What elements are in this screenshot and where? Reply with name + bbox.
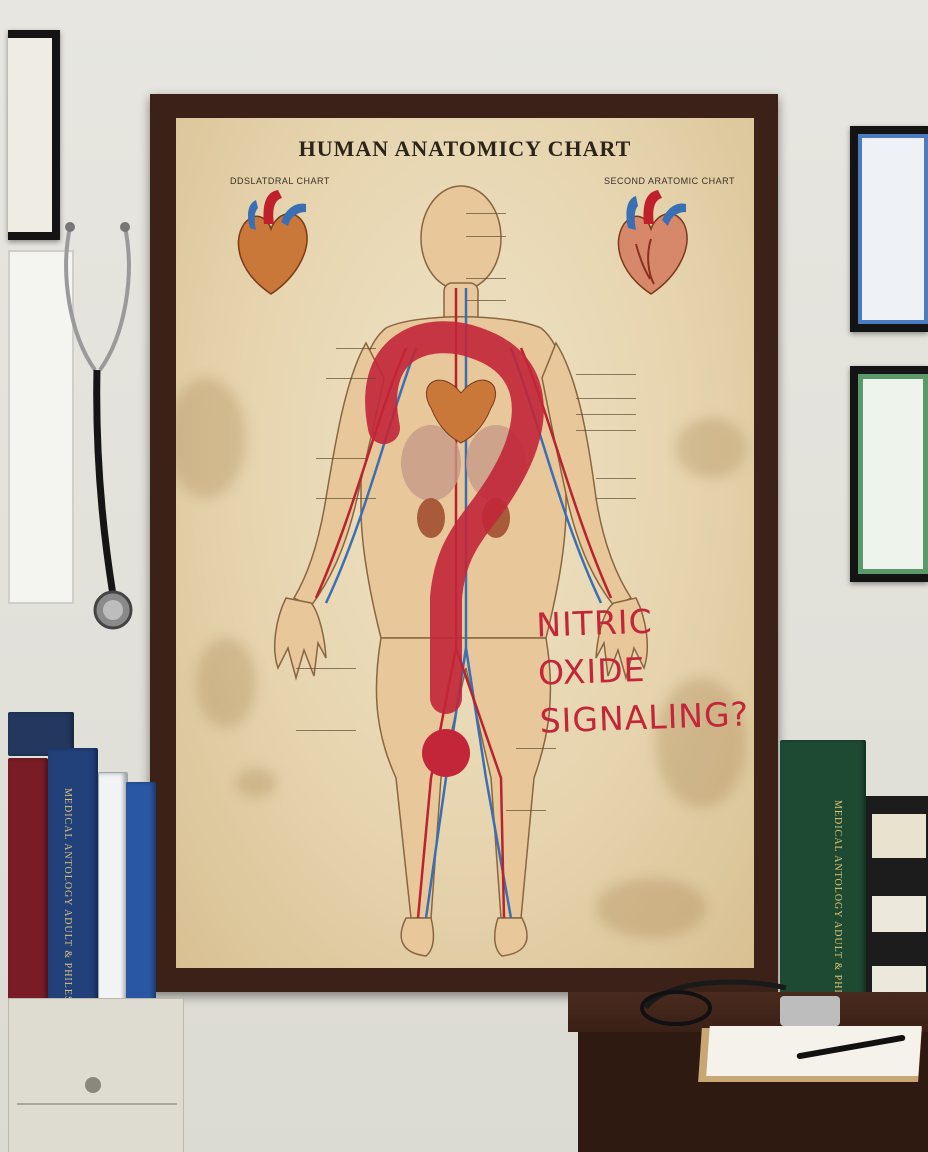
handwriting-line-2: OXIDE	[537, 649, 647, 693]
book-stack-left: MEDICAL ANTOLOGY ADULT & PHILES	[8, 712, 158, 1032]
book-spine-title: MEDICAL ANTOLOGY ADULT & PHILES	[62, 788, 73, 1003]
book-white	[98, 772, 128, 1030]
book-spine-title-right: MEDICAL ANTOLOGY ADULT & PHILES	[832, 800, 843, 1015]
diploma-frame-right-bottom	[850, 366, 928, 582]
heart-diagram-right	[617, 190, 688, 295]
desk	[568, 992, 928, 1032]
diploma-frame-right-top	[850, 126, 928, 332]
clipboard-clip	[780, 996, 840, 1026]
heart-diagram-left	[237, 190, 308, 295]
filing-cabinet	[8, 998, 184, 1152]
poster-title: HUMAN ANATOMICY CHART	[298, 136, 632, 161]
stethoscope-icon	[64, 222, 133, 630]
stethoscope-on-desk-icon	[640, 979, 787, 1026]
book-navy: MEDICAL ANTOLOGY ADULT & PHILES	[48, 748, 98, 1030]
book-blue-binder	[126, 782, 156, 1028]
handwriting-line-1: NITRIC	[535, 601, 654, 645]
whiteboard	[8, 250, 74, 604]
handwriting-line-3: SIGNALING?	[539, 694, 750, 741]
anatomy-poster: HUMAN ANATOMICY CHART DDSLATDRAL CHART S…	[176, 118, 754, 968]
right-chart-heading: SECOND ARATOMIC CHART	[604, 176, 736, 186]
diploma-frame-left	[8, 30, 60, 240]
book-red	[8, 758, 48, 1030]
human-body-figure	[273, 185, 649, 957]
book-green-right: MEDICAL ANTOLOGY ADULT & PHILES	[780, 740, 866, 1022]
handwritten-note: NITRIC OXIDE SIGNALING?	[536, 594, 750, 745]
shelf-right	[866, 796, 928, 1006]
left-chart-heading: DDSLATDRAL CHART	[230, 176, 330, 186]
